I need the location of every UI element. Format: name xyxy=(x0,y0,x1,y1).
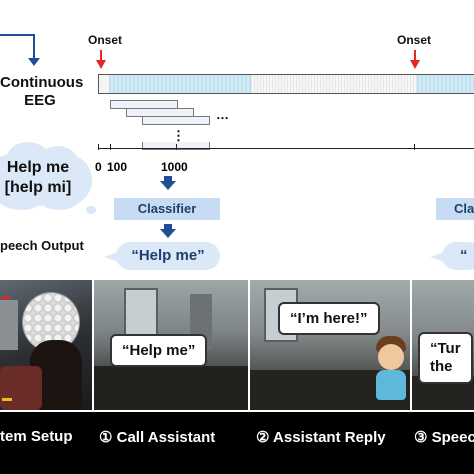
person-shoulder xyxy=(0,366,42,410)
step-bar xyxy=(0,412,474,474)
classifier-box-2: Cla xyxy=(436,198,474,220)
axis-tick-1000 xyxy=(176,144,177,150)
output-bubble-1 xyxy=(116,242,220,270)
connector-line-down xyxy=(33,34,35,60)
speech-output-label: peech Output xyxy=(0,238,84,253)
eeg-segment-gap xyxy=(251,75,417,93)
classifier-box-1: Classifier xyxy=(114,198,220,220)
onset-arrowhead-icon-1 xyxy=(96,60,106,69)
onset-arrow-icon-2 xyxy=(414,50,416,62)
onset-label-1: Onset xyxy=(88,33,123,47)
arrow-down-icon-1 xyxy=(164,176,172,181)
cloud-bubble-small xyxy=(86,206,96,214)
eeg-segment-2 xyxy=(417,75,474,93)
amp-label-red xyxy=(2,296,10,299)
speech-turn-line1: “Tur xyxy=(430,340,461,357)
onset-label-2: Onset xyxy=(397,33,432,47)
thought-cloud xyxy=(0,140,92,212)
cloud-text-line2: [help mi] xyxy=(4,179,72,196)
connector-line xyxy=(0,34,34,36)
step-assistant-reply: ② Assistant Reply xyxy=(256,429,386,446)
scene-speech: “Tur the xyxy=(412,280,474,410)
step-system-setup: tem Setup xyxy=(0,428,73,445)
scene-call-assistant: “Help me” xyxy=(94,280,248,410)
eeg-signal-strip xyxy=(98,74,474,94)
cloud-text-line1: Help me xyxy=(6,159,70,176)
speech-turn-line2: the xyxy=(430,358,453,375)
output-text-2: “ xyxy=(460,247,468,264)
onset-arrowhead-icon-2 xyxy=(410,60,420,69)
axis-tick-0 xyxy=(98,144,99,150)
ellipsis-vertical: ⋮ xyxy=(172,128,185,143)
axis-marker-right xyxy=(414,144,415,150)
tick-label-1000: 1000 xyxy=(161,160,188,174)
eeg-label: Continuous EEG xyxy=(0,74,84,110)
time-axis xyxy=(98,148,474,149)
speech-bubble-im-here: “I’m here!” xyxy=(278,302,380,335)
eeg-segment-1 xyxy=(109,75,251,93)
equipment-panel xyxy=(0,300,18,350)
amp-label-yellow xyxy=(2,398,12,401)
eeg-label-line1: Continuous xyxy=(0,74,84,91)
tick-label-0: 0 xyxy=(95,160,102,174)
assistant-avatar xyxy=(370,336,410,410)
speech-bubble-help-me: “Help me” xyxy=(110,334,208,367)
arrowhead-down-icon-2 xyxy=(160,229,176,238)
step-speech: ③ Speec xyxy=(414,429,474,446)
output-bubble-tail-1 xyxy=(104,252,118,262)
arrow-down-icon xyxy=(28,58,40,66)
output-bubble-2 xyxy=(442,242,474,270)
speech-bubble-turn: “Tur the xyxy=(418,332,473,384)
tick-label-100: 100 xyxy=(107,160,128,174)
onset-arrow-icon-1 xyxy=(100,50,102,62)
scene-setup-photo xyxy=(0,280,92,410)
arrowhead-down-icon-1 xyxy=(160,181,176,190)
axis-tick-100 xyxy=(110,144,111,150)
room-window xyxy=(124,288,158,342)
cloud-text: Help me [help mi] xyxy=(0,158,76,198)
output-bubble-tail-2 xyxy=(430,252,444,262)
eeg-label-line2: EEG xyxy=(24,92,56,109)
arrow-down-icon-2 xyxy=(164,224,172,229)
room-table xyxy=(94,366,248,410)
avatar-face xyxy=(378,344,404,370)
output-text-1: “Help me” xyxy=(131,247,205,264)
ellipsis-horizontal: … xyxy=(216,107,229,122)
scene-assistant-reply: “I’m here!” xyxy=(250,280,410,410)
step-call-assistant: ① Call Assistant xyxy=(99,429,216,446)
window-3 xyxy=(142,116,210,125)
avatar-body xyxy=(376,370,406,400)
